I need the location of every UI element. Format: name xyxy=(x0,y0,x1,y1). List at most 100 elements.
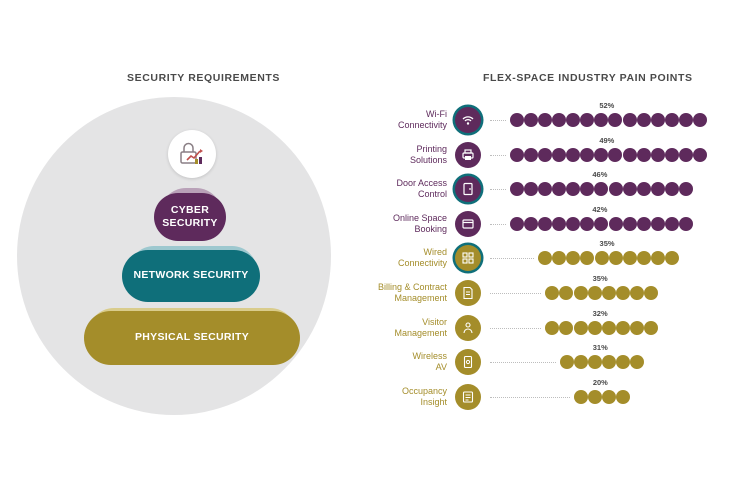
value-dot xyxy=(580,251,595,266)
value-dot xyxy=(545,286,560,300)
value-dot xyxy=(608,251,623,266)
lock-chart-icon xyxy=(168,130,216,178)
value-dot xyxy=(594,182,609,197)
value-dot xyxy=(601,389,616,404)
value-dot xyxy=(665,251,679,266)
value-dot xyxy=(523,113,538,127)
occupancy-icon xyxy=(455,383,481,410)
value-dot xyxy=(552,113,566,127)
value-dot xyxy=(650,147,665,162)
value-dot xyxy=(664,113,679,127)
pain-point-label-line: AV xyxy=(435,362,447,373)
pain-point-label-line: Door Access xyxy=(396,178,447,189)
printer-icon xyxy=(455,141,481,168)
value-dot xyxy=(679,182,693,197)
leader-dots xyxy=(490,120,506,121)
value-dot xyxy=(566,113,581,127)
value-dot xyxy=(587,320,602,335)
value-dot xyxy=(537,147,552,162)
wireless-av-icon xyxy=(455,349,481,376)
value-dot xyxy=(664,182,679,197)
value-dot xyxy=(552,216,567,231)
value-dot xyxy=(537,113,552,127)
value-dot xyxy=(538,216,552,231)
value-dot xyxy=(552,251,567,266)
leader-dots xyxy=(490,327,542,329)
value-dot xyxy=(566,147,581,162)
value-dot xyxy=(545,320,560,335)
value-dot xyxy=(587,286,602,300)
value-dot xyxy=(523,147,538,162)
billing-icon xyxy=(455,280,481,306)
value-dot xyxy=(636,147,651,162)
value-label: 49% xyxy=(599,135,615,145)
pain-point-label-line: Control xyxy=(417,189,447,200)
value-dot xyxy=(630,355,644,370)
pain-point-label-line: Occupancy xyxy=(401,385,447,396)
value-dot xyxy=(538,251,553,266)
pain-point-label-line: Wi-Fi xyxy=(426,109,447,119)
value-dot xyxy=(629,320,644,335)
value-dot xyxy=(523,216,538,231)
value-dot xyxy=(608,216,623,231)
pain-point-label-line: Connectivity xyxy=(397,120,447,130)
physical-security-layer: PHYSICAL SECURITY xyxy=(84,311,300,365)
security-requirements-title: SECURITY REQUIREMENTS xyxy=(127,72,281,84)
value-dot xyxy=(693,147,707,162)
value-dot xyxy=(559,286,574,300)
pain-point-label-line: Wireless xyxy=(412,351,447,362)
leader-dots xyxy=(490,293,542,294)
value-dot xyxy=(644,286,658,300)
value-dot xyxy=(650,113,665,127)
pain-point-label-line: Connectivity xyxy=(397,258,447,269)
leader-dots xyxy=(490,223,506,225)
pain-point-label-line: Management xyxy=(394,293,447,303)
value-dot xyxy=(644,320,658,335)
value-dot xyxy=(601,320,616,335)
value-dot xyxy=(594,216,609,231)
value-dot xyxy=(559,320,574,335)
value-dot xyxy=(636,251,651,266)
value-dot xyxy=(523,182,538,197)
value-dot xyxy=(573,389,588,404)
value-dot xyxy=(636,182,651,197)
value-dot xyxy=(580,216,595,231)
value-dot xyxy=(601,286,616,300)
value-label: 35% xyxy=(599,239,615,249)
cyber-security-label: CYBER SECURITY xyxy=(162,203,218,229)
value-dot xyxy=(552,182,567,197)
value-dot xyxy=(509,147,524,162)
network-icon xyxy=(455,245,481,272)
value-dot xyxy=(664,216,679,231)
value-dot xyxy=(616,389,630,404)
value-dot xyxy=(650,251,665,266)
leader-dots xyxy=(490,189,506,191)
value-dot xyxy=(509,113,524,127)
value-dot xyxy=(622,182,637,197)
value-label: 20% xyxy=(592,377,608,387)
value-dot xyxy=(587,389,602,404)
value-dot xyxy=(594,113,609,127)
pain-points-title: FLEX-SPACE INDUSTRY PAIN POINTS xyxy=(483,72,693,84)
value-label: 35% xyxy=(592,274,608,283)
pain-point-label-line: Visitor xyxy=(422,316,447,327)
pain-point-label-line: Online Space xyxy=(392,212,447,223)
booking-icon xyxy=(455,210,481,237)
value-label: 31% xyxy=(592,343,608,353)
pain-point-label-line: Billing & Contract xyxy=(377,282,447,292)
network-security-layer: NETWORK SECURITY xyxy=(122,250,260,302)
value-label: 52% xyxy=(599,101,615,110)
value-dot xyxy=(629,286,644,300)
cyber-security-layer: CYBER SECURITY xyxy=(154,193,226,241)
